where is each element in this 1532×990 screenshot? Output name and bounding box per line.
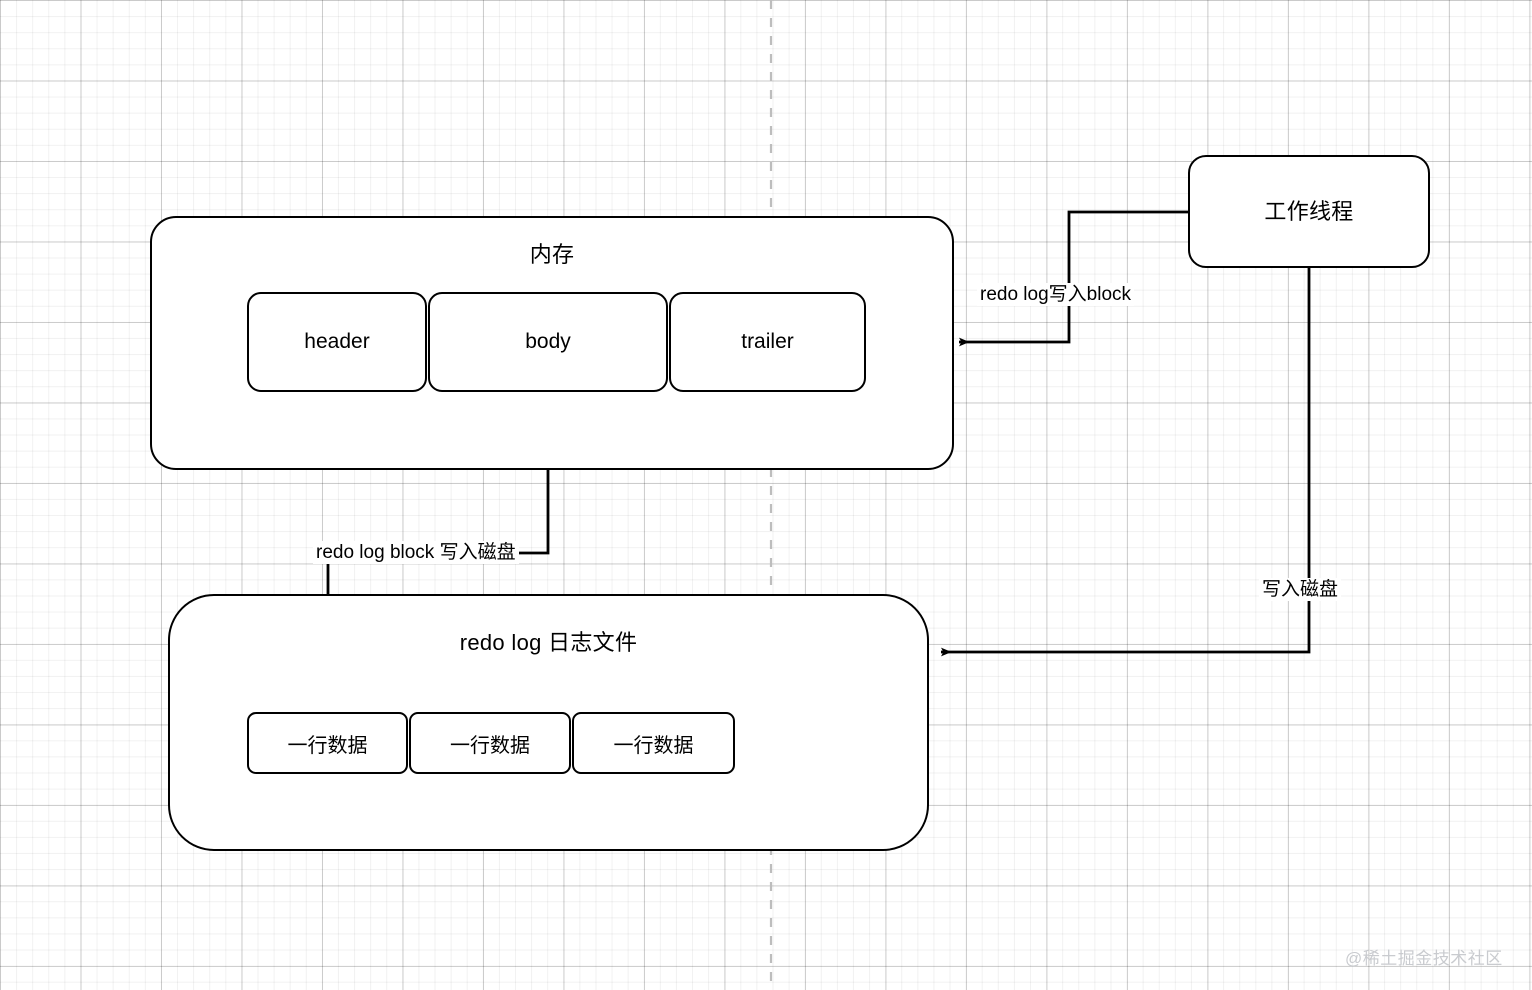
edge-label-worker-to-memory: redo log写入block [977, 283, 1135, 306]
log-row-3-label: 一行数据 [613, 734, 694, 757]
memory-title: 内存 [529, 242, 575, 267]
edge-label-worker-to-logfile-text: 写入磁盘 [1262, 579, 1339, 600]
watermark: @稀土掘金技术社区 [1345, 944, 1503, 969]
edge-memory-to-logfile [326, 470, 550, 596]
log-row-1[interactable]: 一行数据 [247, 712, 408, 774]
memory-block-body-label: body [525, 330, 571, 353]
memory-block-trailer-label: trailer [741, 330, 794, 353]
memory-block-body[interactable]: body [428, 292, 668, 392]
redo-log-file-title: redo log 日志文件 [459, 630, 638, 655]
edge-label-worker-to-memory-text: redo log写入block [980, 284, 1132, 305]
edge-label-memory-to-logfile-text: redo log block 写入磁盘 [316, 542, 516, 563]
log-row-2-label: 一行数据 [450, 734, 530, 757]
edge-label-memory-to-logfile: redo log block 写入磁盘 [313, 541, 519, 564]
edge-label-worker-to-logfile: 写入磁盘 [1259, 578, 1342, 601]
log-row-3[interactable]: 一行数据 [572, 712, 735, 774]
log-row-2[interactable]: 一行数据 [409, 712, 571, 774]
memory-block-header[interactable]: header [247, 292, 427, 392]
memory-block-trailer[interactable]: trailer [669, 292, 866, 392]
edge-worker-to-logfile [941, 268, 1311, 657]
worker-thread-title: 工作线程 [1264, 198, 1354, 224]
memory-block-header-label: header [304, 330, 370, 353]
log-row-1-label: 一行数据 [287, 734, 368, 757]
watermark-text: @稀土掘金技术社区 [1345, 949, 1503, 968]
edge-worker-to-memory [959, 210, 1188, 347]
worker-thread-node[interactable]: 工作线程 [1188, 155, 1430, 268]
